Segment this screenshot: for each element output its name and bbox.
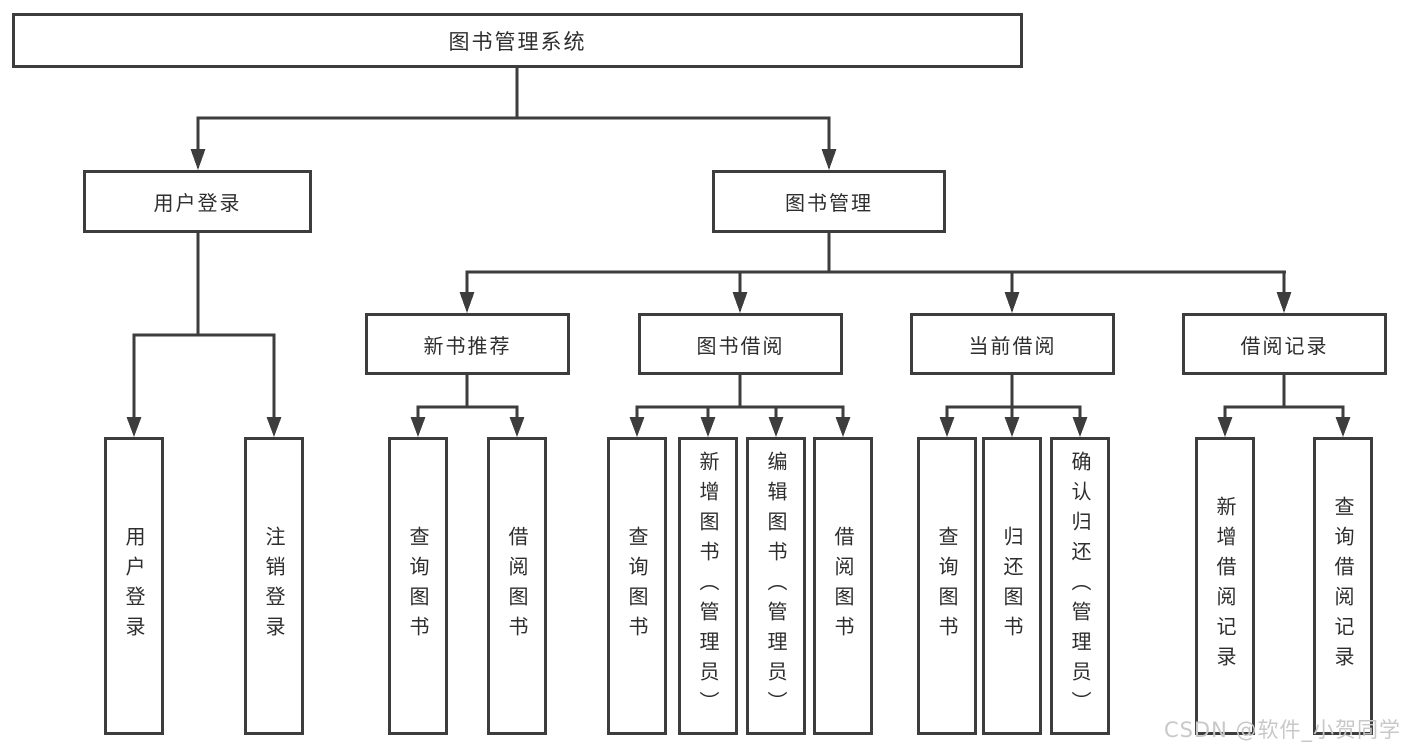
- csdn-watermark: CSDN @软件_小贺同学: [1163, 718, 1401, 742]
- leaf-query-books-current: 查询图书: [917, 437, 977, 735]
- leaf-query-books-borrowing-label: 查询图书: [625, 526, 649, 646]
- node-current-borrowing: 当前借阅: [910, 313, 1115, 375]
- node-current-borrowing-label: 当前借阅: [968, 333, 1057, 358]
- leaf-query-books-borrowing: 查询图书: [607, 437, 667, 735]
- leaf-borrow-books-recommend-label: 借阅图书: [505, 526, 529, 646]
- leaf-borrow-books-recommend: 借阅图书: [487, 437, 547, 735]
- leaf-borrow-books: 借阅图书: [813, 437, 873, 735]
- leaf-query-borrow-record-label: 查询借阅记录: [1331, 496, 1355, 676]
- connector-user-login-subtree: [126, 233, 282, 437]
- node-book-borrowing: 图书借阅: [638, 313, 843, 375]
- connector-root-to-level2: [190, 66, 837, 170]
- node-new-book-recommend-label: 新书推荐: [423, 333, 512, 358]
- connector-current-borrow-subtree: [939, 375, 1088, 437]
- node-user-login-group: 用户登录: [83, 170, 312, 233]
- leaf-add-borrow-record-label: 新增借阅记录: [1213, 496, 1237, 676]
- leaf-logout-label: 注销登录: [262, 526, 286, 646]
- leaf-confirm-return-admin: 确认归还（管理员）: [1050, 437, 1110, 735]
- leaf-return-books: 归还图书: [982, 437, 1042, 735]
- node-new-book-recommend: 新书推荐: [365, 313, 570, 375]
- leaf-query-books-recommend: 查询图书: [388, 437, 448, 735]
- node-book-management-label: 图书管理: [785, 191, 873, 215]
- leaf-return-books-label: 归还图书: [1000, 526, 1024, 646]
- leaf-user-login-label: 用户登录: [122, 526, 146, 646]
- connector-borrow-records-subtree: [1217, 375, 1351, 437]
- leaf-query-books-current-label: 查询图书: [935, 526, 959, 646]
- connector-new-books-subtree: [410, 375, 525, 437]
- leaf-borrow-books-label: 借阅图书: [831, 526, 855, 646]
- leaf-user-login: 用户登录: [104, 437, 164, 735]
- leaf-add-books-admin-label: 新增图书（管理员）: [696, 451, 720, 721]
- leaf-confirm-return-admin-label: 确认归还（管理员）: [1068, 451, 1092, 721]
- leaf-query-books-recommend-label: 查询图书: [406, 526, 430, 646]
- leaf-query-borrow-record: 查询借阅记录: [1313, 437, 1373, 735]
- node-book-borrowing-label: 图书借阅: [696, 333, 785, 358]
- node-borrowing-records-label: 借阅记录: [1240, 333, 1329, 358]
- node-borrowing-records: 借阅记录: [1182, 313, 1387, 375]
- leaf-add-books-admin: 新增图书（管理员）: [678, 437, 738, 735]
- node-library-management-system-label: 图书管理系统: [448, 29, 587, 54]
- node-user-login-group-label: 用户登录: [153, 191, 242, 215]
- leaf-edit-books-admin: 编辑图书（管理员）: [746, 437, 806, 735]
- connector-book-mgmt-to-level3: [459, 233, 1292, 313]
- node-library-management-system: 图书管理系统: [12, 13, 1023, 68]
- leaf-edit-books-admin-label: 编辑图书（管理员）: [764, 451, 788, 721]
- connector-book-borrow-subtree: [629, 375, 851, 437]
- leaf-add-borrow-record: 新增借阅记录: [1195, 437, 1255, 735]
- node-book-management: 图书管理: [712, 170, 946, 233]
- leaf-logout: 注销登录: [244, 437, 304, 735]
